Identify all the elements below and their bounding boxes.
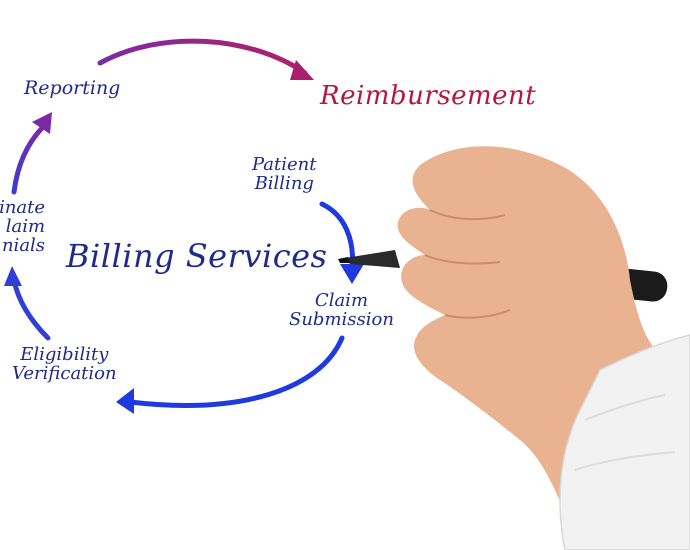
hand: [397, 146, 690, 550]
step-reporting: Reporting: [24, 77, 121, 99]
step-eliminate-line2: laim: [5, 215, 46, 237]
step-eliminate-line3: nials: [1, 234, 46, 256]
step-reimbursement: Reimbursement: [320, 81, 537, 111]
arrow-eliminate-to-reporting: [11, 123, 47, 195]
arrowhead-reimbursement: [290, 60, 314, 80]
arrow-claim-to-eligibility: [127, 335, 345, 408]
step-eligibility-verification: Eligibility Verification: [12, 344, 117, 384]
step-eliminate-line1: minate: [0, 197, 46, 218]
step-claim-submission-line2: Submission: [289, 308, 394, 330]
step-patient-billing: Patient Billing: [252, 154, 317, 194]
arrow-reporting-to-reimbursement: [97, 38, 308, 76]
step-claim-submission: Claim Submission: [289, 290, 394, 330]
arrowhead-eliminate: [4, 266, 22, 286]
step-patient-billing-line1: Patient: [252, 154, 317, 175]
step-eligibility-line1: Eligibility: [20, 344, 109, 365]
center-title: Billing Services: [66, 237, 328, 275]
step-claim-submission-line1: Claim: [314, 290, 369, 311]
step-eligibility-line2: Verification: [12, 362, 117, 384]
arrowhead-eligibility: [116, 388, 134, 414]
arrowhead-reporting: [32, 112, 52, 134]
arrowhead-claim: [340, 264, 364, 284]
step-eliminate-denials: minate laim nials: [0, 197, 46, 256]
arrow-eligibility-to-eliminate: [11, 277, 51, 341]
step-patient-billing-line2: Billing: [254, 172, 314, 194]
